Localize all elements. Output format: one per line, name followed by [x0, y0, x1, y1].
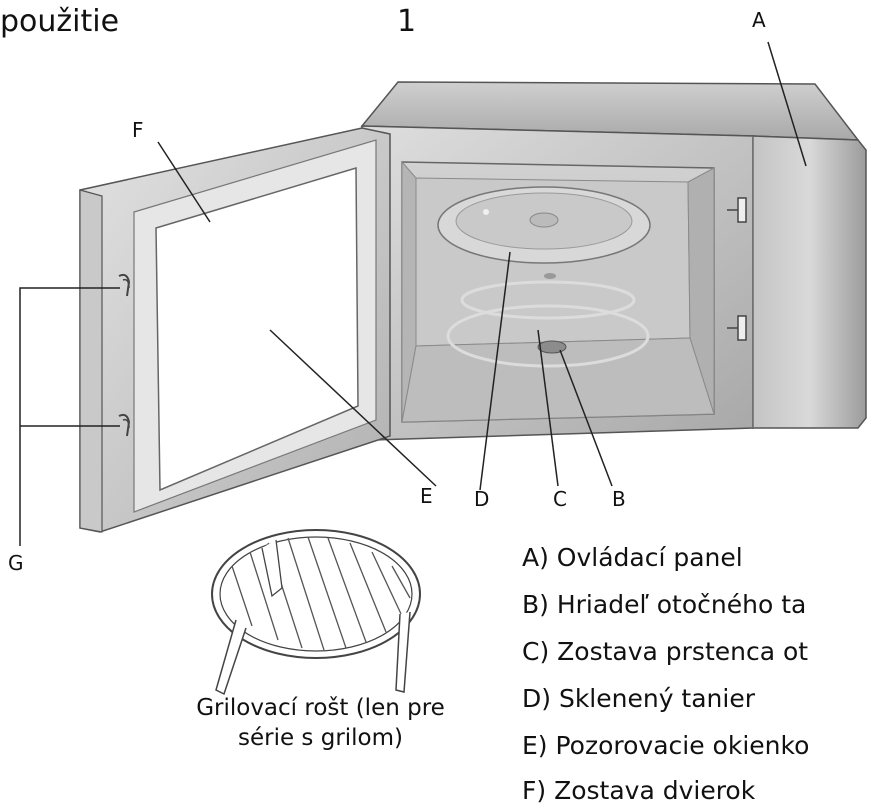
latch-slot	[727, 315, 747, 341]
door-hook	[118, 413, 131, 437]
legend-item-A: A) Ovládací panel	[522, 543, 743, 572]
microwave-diagram	[19, 41, 867, 696]
label-F: F	[132, 118, 144, 142]
glass-tray	[437, 186, 651, 264]
legend-item-D: D) Sklenený tanier	[522, 684, 756, 713]
door-hook	[118, 273, 131, 297]
page-title: použitie	[0, 4, 120, 39]
latch-slot	[727, 197, 747, 223]
legend-item-B: B) Hriadeľ otočného ta	[522, 590, 807, 619]
leader-A	[767, 41, 807, 167]
legend-item-F: F) Zostava dvierok	[522, 776, 756, 805]
label-B: B	[612, 487, 626, 511]
legend-item-C: C) Zostava prstenca ot	[522, 637, 809, 666]
rotating-ring	[446, 304, 650, 368]
grill-caption-line-2: série s grilom)	[237, 725, 404, 751]
label-G: G	[8, 551, 24, 575]
leader-lines	[19, 41, 807, 546]
label-A: A	[752, 8, 766, 32]
microwave-parts-figure: použitie 1	[0, 4, 867, 805]
control-panel	[752, 135, 867, 429]
grill-caption-line-1: Grilovací rošt (len pre	[196, 695, 445, 721]
figure-number: 1	[397, 4, 417, 39]
leader-B	[559, 349, 613, 487]
grill-rack-caption: Grilovací rošt (len pre série s grilom)	[168, 693, 473, 753]
label-C: C	[553, 487, 567, 511]
observation-window	[155, 166, 359, 492]
leader-C	[537, 329, 559, 487]
leader-G	[19, 287, 120, 546]
door-assembly	[79, 127, 391, 533]
grill-rack	[211, 529, 421, 696]
leader-F	[157, 141, 211, 223]
legend-item-E: E) Pozorovacie okienko	[522, 731, 810, 760]
grill-bars	[231, 536, 411, 651]
label-D: D	[474, 487, 490, 511]
label-E: E	[420, 484, 433, 508]
turntable-shaft	[537, 273, 567, 354]
leader-E	[269, 329, 437, 487]
leader-D	[479, 251, 511, 491]
